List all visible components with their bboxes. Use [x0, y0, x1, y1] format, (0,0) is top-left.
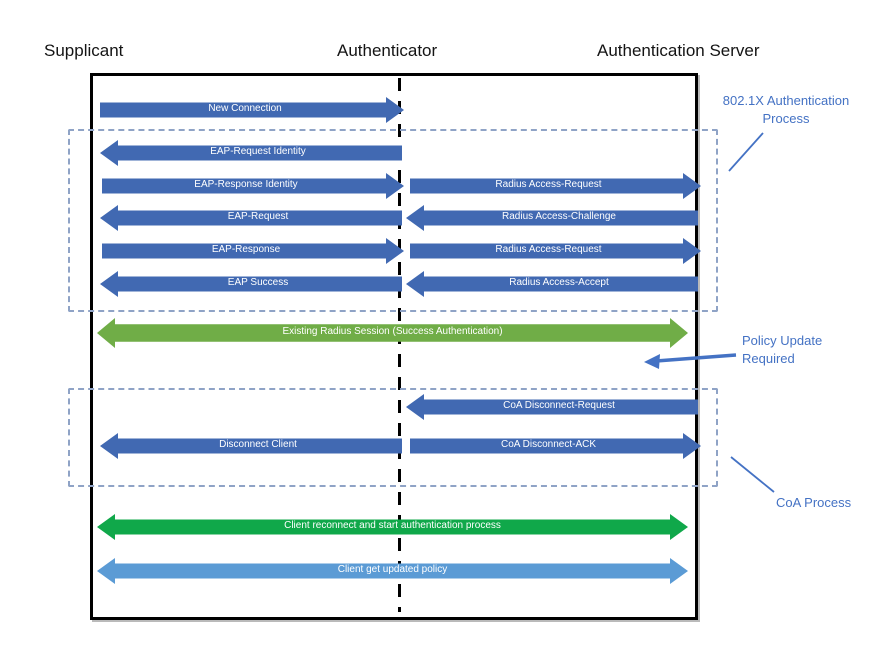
arrow-label: Client get updated policy [337, 564, 448, 575]
arrow-label: Client reconnect and start authenticatio… [284, 520, 501, 531]
arrow-label: New Connection [208, 103, 282, 114]
arrow-label: CoA Disconnect-Request [503, 400, 615, 411]
group-8021x-authentication-process [68, 129, 718, 312]
annotation-coa-process: CoA Process [776, 495, 852, 510]
connector-line-8021x [728, 132, 764, 172]
group-coa-process [68, 388, 718, 487]
arrow-label: Radius Access-Challenge [502, 211, 616, 222]
arrow-label: Radius Access-Accept [509, 277, 609, 288]
arrow-label: Radius Access-Request [495, 244, 602, 255]
arrow-label: EAP-Response [211, 244, 281, 255]
arrow-label: EAP-Response Identity [194, 179, 298, 190]
authenticator-lifeline [398, 78, 401, 612]
arrow-label: EAP Success [227, 277, 289, 288]
column-header-authentication-server: Authentication Server [597, 41, 760, 60]
column-header-supplicant: Supplicant [44, 41, 124, 60]
arrow-label: EAP-Request [227, 211, 289, 222]
annotation-policy-update-required: Policy Update Required [742, 333, 823, 366]
arrow-label: Existing Radius Session (Success Authent… [282, 326, 503, 337]
arrow-label: CoA Disconnect-ACK [500, 439, 597, 450]
arrow-label: EAP-Request Identity [210, 146, 306, 157]
annotation-8021x-process: 802.1X Authentication Process [722, 93, 850, 126]
column-header-authenticator: Authenticator [337, 41, 438, 60]
connector-line-coa [730, 456, 775, 493]
arrow-label: Radius Access-Request [495, 179, 602, 190]
diagram-frame [90, 73, 698, 620]
arrow-label: Disconnect Client [219, 439, 297, 450]
